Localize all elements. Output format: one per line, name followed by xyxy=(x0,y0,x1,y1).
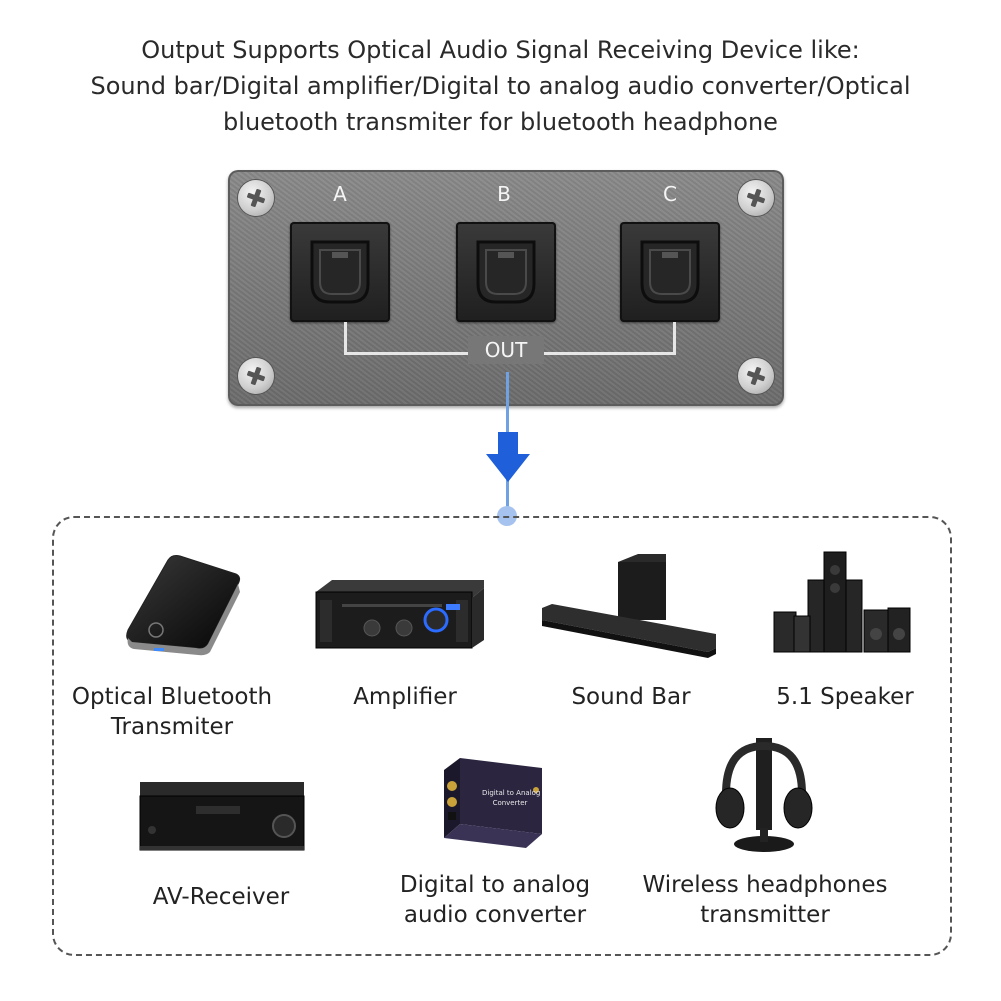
label-headphones: Wireless headphones transmitter xyxy=(640,870,890,930)
label-headphones-line1: Wireless headphones xyxy=(642,872,888,898)
label-headphones-line2: transmitter xyxy=(700,902,830,928)
header-line-1: Output Supports Optical Audio Signal Rec… xyxy=(141,36,860,64)
optical-port-icon xyxy=(310,240,370,304)
optical-port-icon xyxy=(640,240,700,304)
optical-port-b xyxy=(456,222,556,322)
out-label: OUT xyxy=(468,336,544,364)
devices-frame xyxy=(52,516,952,956)
dac-device-print-line1: Digital to Analog xyxy=(482,789,541,797)
label-amplifier: Amplifier xyxy=(353,684,457,710)
label-bt-transmitter-line2: Transmiter xyxy=(110,714,234,740)
label-av-receiver: AV-Receiver xyxy=(152,884,290,910)
port-label-a: A xyxy=(333,182,347,206)
port-label-c: C xyxy=(663,182,677,206)
optical-port-a xyxy=(290,222,390,322)
optical-port-icon xyxy=(476,240,536,304)
label-dac-line2: audio converter xyxy=(403,902,587,928)
down-arrow-icon xyxy=(486,432,530,482)
dac-device-print: Digital to Analog Converter xyxy=(482,788,541,808)
label-bt-transmitter-line1: Optical Bluetooth xyxy=(71,684,273,710)
bluetooth-transmitter-icon xyxy=(126,555,241,656)
dac-device-print-line2: Converter xyxy=(492,799,528,807)
speaker-icon xyxy=(773,551,911,653)
label-dac: Digital to analog audio converter xyxy=(380,870,610,930)
label-dac-line1: Digital to analog xyxy=(399,872,591,898)
headphones-icon xyxy=(715,738,813,852)
header-line-3: bluetooth transmiter for bluetooth headp… xyxy=(223,108,778,136)
sound-bar-icon xyxy=(542,554,716,658)
switch-panel: A B C OUT xyxy=(228,170,784,406)
port-label-b: B xyxy=(497,182,511,206)
label-speaker: 5.1 Speaker xyxy=(776,684,914,710)
screw-icon xyxy=(238,180,274,216)
optical-port-c xyxy=(620,222,720,322)
header-text: Output Supports Optical Audio Signal Rec… xyxy=(0,32,1001,140)
screw-icon xyxy=(738,180,774,216)
amplifier-icon xyxy=(315,580,484,649)
dac-converter-icon xyxy=(444,758,542,848)
header-line-2: Sound bar/Digital amplifier/Digital to a… xyxy=(90,72,911,100)
screw-icon xyxy=(738,358,774,394)
screw-icon xyxy=(238,358,274,394)
av-receiver-icon xyxy=(139,782,305,851)
label-sound-bar: Sound Bar xyxy=(571,684,691,710)
label-bt-transmitter: Optical Bluetooth Transmiter xyxy=(62,682,282,742)
